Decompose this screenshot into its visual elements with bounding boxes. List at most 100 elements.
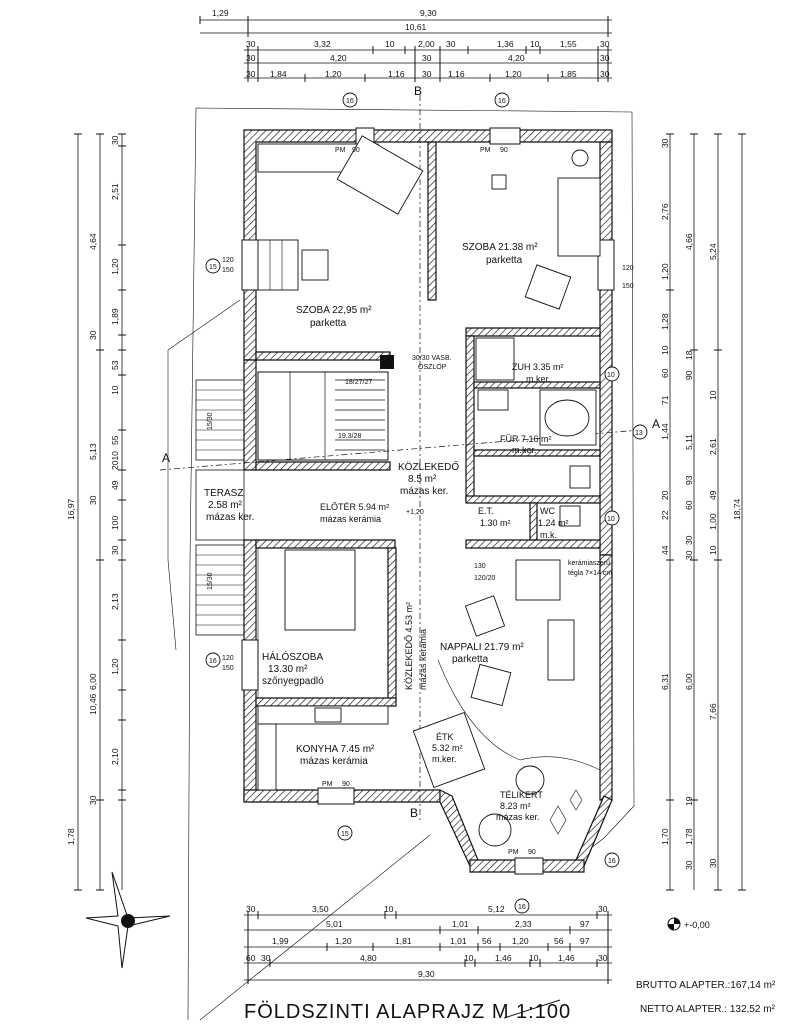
room-etk-name: ÉTK [436,732,454,742]
dim-right-in-9: 1,44 [660,423,670,440]
dim-top-r5-c: 1,20 [325,69,342,79]
pm-label-2: PM [335,147,346,154]
dim-left-in-9: 49 [110,480,120,490]
dim-bot-r3-f: 1,20 [512,936,529,946]
room-telikert-extra: mázas ker. [496,812,540,822]
room-wc-extra: m.k. [540,530,557,540]
drawing-title: FÖLDSZINTI ALAPRAJZ M 1:100 [244,1001,571,1023]
fireplace-label: kerámiaszerű [568,560,610,567]
dim-bot-r3-d: 1,01 [450,936,467,946]
dim-bot-r4-c: 4,80 [360,953,377,963]
top-dimensions: 1,29 9,30 10,61 30 3,32 10 2,00 30 1,36 … [199,8,612,82]
dim-right-in-12: 49 [708,490,718,500]
dim-bot-r2-c: 2,33 [515,919,532,929]
room-nappali-name: NAPPALI 21.79 m² [440,642,524,653]
dim-right-mid-3: 5,11 [684,434,694,450]
n90-label-4: 90 [528,849,536,856]
dim-right-in-15: 1,00 [708,513,718,530]
dim-right-mid-2: 5,24 [708,243,718,260]
room-telikert-name: TÉLIKERT [500,790,543,800]
n150-left-2: 150 [222,665,234,672]
room-et-floor: 1.30 m² [480,518,511,528]
dim-bot-r3-e: 56 [482,936,492,946]
room-szoba-1-floor: parketta [310,318,347,329]
dim-bot-r3-b: 1,20 [335,936,352,946]
dim-bot-r3-g: 56 [554,936,564,946]
dim-top-r3-h: 1,55 [560,39,577,49]
dim-bot-r3-h: 97 [580,936,590,946]
n120-right: 120 [622,265,634,272]
tag-w10-b: 10 [607,516,615,523]
dim-right-in-5: 60 [660,368,670,378]
dim-top-r3-g: 10 [530,39,540,49]
dim-left-in-14: 1,20 [110,658,120,675]
netto-area: NETTO ALAPTER.: 132,52 m² [640,1004,776,1015]
dim-bot-r1-d: 5,12 [488,904,505,914]
opening-label: 120/20 [474,575,496,582]
n150-left: 150 [222,267,234,274]
misc-annotations: 30/30 VASB. OSZLOP kerámiaszerű tégla 7×… [222,147,634,856]
tag-w16-a: 16 [346,98,354,105]
dim-right-mid-5: 6,31 [660,673,670,690]
column-label-2: OSZLOP [418,364,447,371]
staircase: 18/27/27 19.3/28 [257,371,389,461]
dim-bot-r4-a: 60 [246,953,256,963]
dim-left-16-97: 16,97 [66,498,76,520]
room-terasz-floor: 2.58 m² [208,500,243,511]
dim-right-in-2: 1,28 [660,313,670,330]
dim-right-mid-6: 6,00 [684,673,694,690]
dim-bot-r1-e: 30 [598,904,608,914]
tag-w16-e: 16 [608,858,616,865]
dim-right-in-1: 1,20 [660,263,670,280]
room-konyha-floor: mázas kerámia [300,756,368,767]
room-kozlekedo-2-floor: mázas kerámia [418,629,428,690]
room-konyha-name: KONYHA 7.45 m² [296,744,375,755]
dim-left-in-0: 30 [110,135,120,145]
dim-top-1-29: 1,29 [212,8,229,18]
dim-left-in-17: 30 [88,795,98,805]
dim-right-in-3: 10 [660,345,670,355]
column-label: 30/30 VASB. [412,355,452,362]
dim-right-mid-1: 4,66 [684,233,694,250]
room-zuh-floor: m.ker. [526,374,551,384]
dim-right-in-20: 19 [684,796,694,806]
dim-right-in-19: 30 [684,550,694,560]
site-boundary [167,107,635,1021]
room-fur-name: FÜR 7.16 m² [500,434,552,444]
n150-right: 150 [622,283,634,290]
room-haloszoba-name: HÁLÓSZOBA [262,650,323,663]
room-zuh-name: ZUH 3.35 m² [512,362,564,372]
window-tags: 16 16 15 16 15 16 16 13 10 10 [205,92,648,914]
tag-w16-c: 16 [209,658,217,665]
room-et-name: E.T. [478,506,494,516]
dim-top-r3-b: 3,32 [314,39,331,49]
room-szoba-2-name: SZOBA 21.38 m² [462,242,538,253]
dim-right-in-17: 10 [708,545,718,555]
level-plus-label: +1,20 [406,509,424,516]
dim-left-in-6: 10 [110,385,120,395]
dim-right-in-0: 30 [660,138,670,148]
dim-top-r3-i: 30 [600,39,610,49]
pm-label-4: PM [508,849,519,856]
left-dimensions: 16,97 4,64 5,13 6,00 1,78 30 2,51 1,20 1… [66,133,126,891]
room-telikert-floor: 8.23 m² [500,801,531,811]
dim-left-mid-a: 4,64 [88,233,98,250]
dim-bot-r1-b: 3,50 [312,904,329,914]
dim-bot-r1-a: 30 [246,904,256,914]
dim-bot-r3-a: 1,99 [272,936,289,946]
n90-label: 90 [500,147,508,154]
section-b-top: B [414,84,422,98]
room-kozlekedo-extra: mázas ker. [400,486,448,497]
dim-right-mid-0: 2,76 [660,203,670,220]
tag-w13: 13 [635,430,643,437]
room-szoba-1-name: SZOBA 22,95 m² [296,305,372,316]
dim-top-r4-d: 4,20 [508,53,525,63]
tag-w16-b: 16 [498,98,506,105]
dim-left-in-8: 2010 [110,451,120,470]
dim-right-in-14: 22 [660,510,670,520]
brutto-area: BRUTTO ALAPTER.:167,14 m² [636,980,776,991]
dim-bot-r1-c: 10 [384,904,394,914]
dim-bot-r4-b: 30 [261,953,271,963]
dim-right-in-16: 30 [684,535,694,545]
